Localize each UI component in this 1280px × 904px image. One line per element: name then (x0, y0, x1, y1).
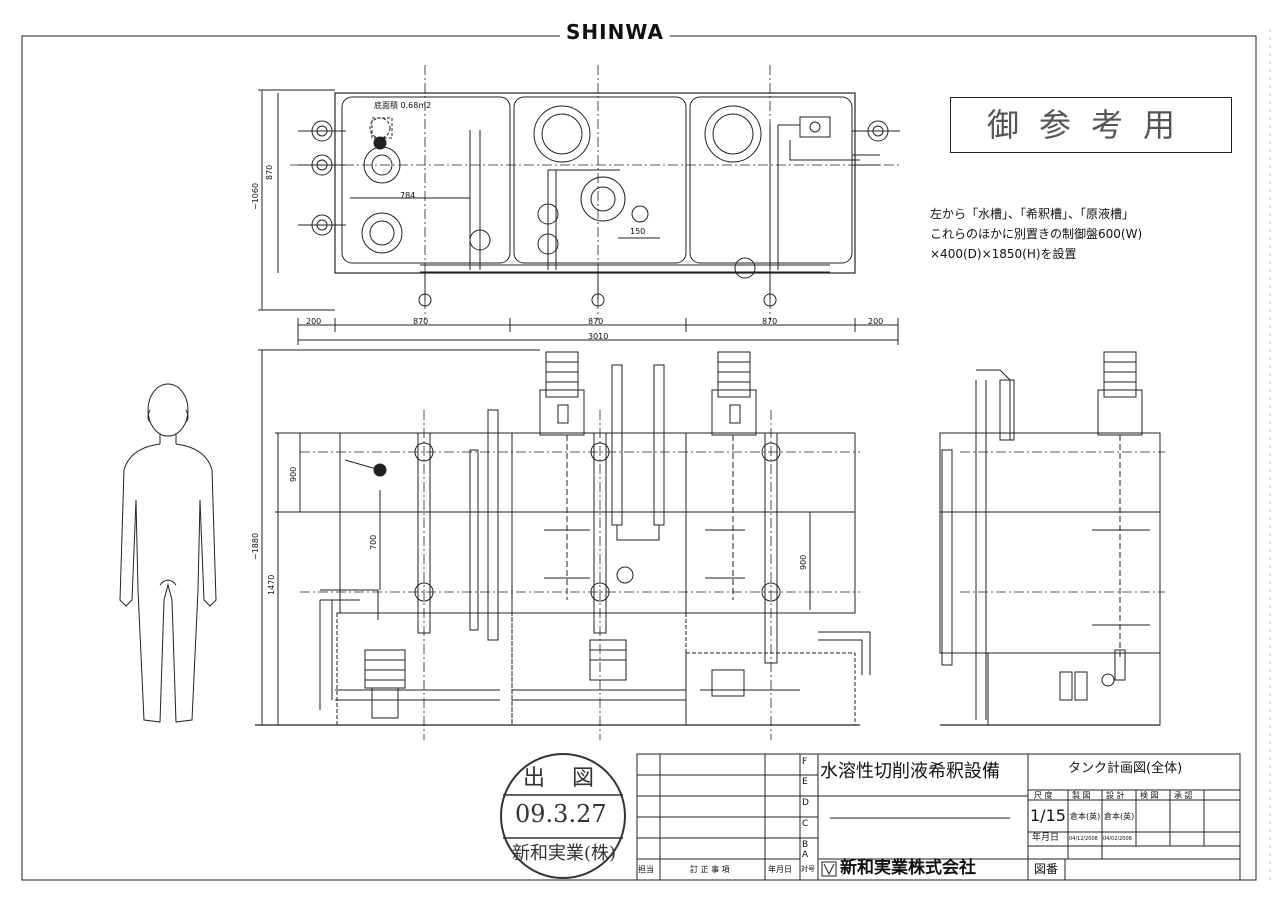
rev-col-item: 訂 正 事 項 (690, 865, 730, 874)
col-scale: 尺 度 (1034, 791, 1053, 800)
rev-col-owner: 担当 (638, 865, 654, 874)
rev-letter-d: D (802, 798, 809, 808)
drafter-name: 倉本(英) (1070, 812, 1101, 821)
dim-elev-700: 700 (369, 534, 378, 550)
rev-col-no: 対号 (801, 865, 815, 873)
note-line-2: これらのほかに別置きの制御盤600(W) (930, 227, 1143, 241)
note-line-1: 左から「水槽」、「希釈槽」、「原液槽」 (930, 207, 1135, 221)
dim-plan-tank-3: 870 (762, 317, 778, 326)
inner-area-note: 底面積 0.68m2 (374, 101, 432, 110)
col-approve: 承 認 (1174, 791, 1193, 800)
stamp-top: 出 図 (523, 766, 604, 791)
front-elevation (255, 349, 871, 740)
reference-mark: 御参考用 (950, 97, 1232, 153)
dim-plan-tank-1: 870 (413, 317, 429, 326)
date-designed: 04/02/2008 (1103, 836, 1132, 842)
company-name: 新和実業株式会社 (840, 858, 976, 878)
drawing-no-label: 図番 (1034, 862, 1059, 876)
date-drafted: 04/12/2008 (1069, 836, 1098, 842)
date-label: 年月日 (1032, 833, 1060, 843)
scale-value: 1/15 (1030, 806, 1066, 825)
dim-plan-tank-2: 870 (588, 317, 604, 326)
stamp-bottom: 新和実業(株) (512, 843, 617, 864)
designer-name: 倉本(英) (1104, 812, 1135, 821)
dim-valve-spacing: 150 (630, 227, 646, 236)
dim-elev-900: 900 (289, 466, 298, 482)
rev-letter-a: A (802, 850, 809, 860)
sheet-border (21, 35, 1257, 881)
note-line-3: ×400(D)×1850(H)を設置 (930, 247, 1077, 261)
col-drafting: 製 図 (1072, 791, 1091, 800)
project-name: 水溶性切削液希釈設備 (820, 761, 1000, 782)
dim-elev-overall: ~1880 (251, 532, 260, 560)
dim-inner-width: 784 (400, 191, 416, 200)
col-design: 設 計 (1106, 791, 1125, 800)
rev-letter-e: E (802, 777, 808, 787)
drawing-title: タンク計画図(全体) (1068, 761, 1183, 776)
dim-plan-depth: 870 (265, 164, 274, 180)
rev-letter-c: C (802, 819, 809, 829)
title-block-grid (636, 753, 1241, 881)
date-stamp (500, 753, 626, 879)
dim-plan-total: 3010 (588, 332, 609, 341)
dim-plan-left-margin: 200 (306, 317, 322, 326)
dim-elev-1470: 1470 (267, 574, 276, 595)
plan-view (258, 65, 900, 345)
human-scale-figure (119, 383, 217, 723)
dim-plan-overall-depth: ~1060 (251, 182, 260, 210)
rev-letter-f: F (802, 757, 808, 767)
side-elevation (939, 351, 1165, 726)
col-check: 検 図 (1140, 791, 1159, 800)
rev-col-date: 年月日 (768, 865, 792, 874)
dim-plan-right-margin: 200 (868, 317, 884, 326)
dim-elev-900-right: 900 (799, 554, 808, 570)
brand-logo: SHINWA (560, 22, 670, 42)
stamp-date: 09.3.27 (515, 800, 607, 828)
rev-letter-b: B (802, 840, 809, 850)
